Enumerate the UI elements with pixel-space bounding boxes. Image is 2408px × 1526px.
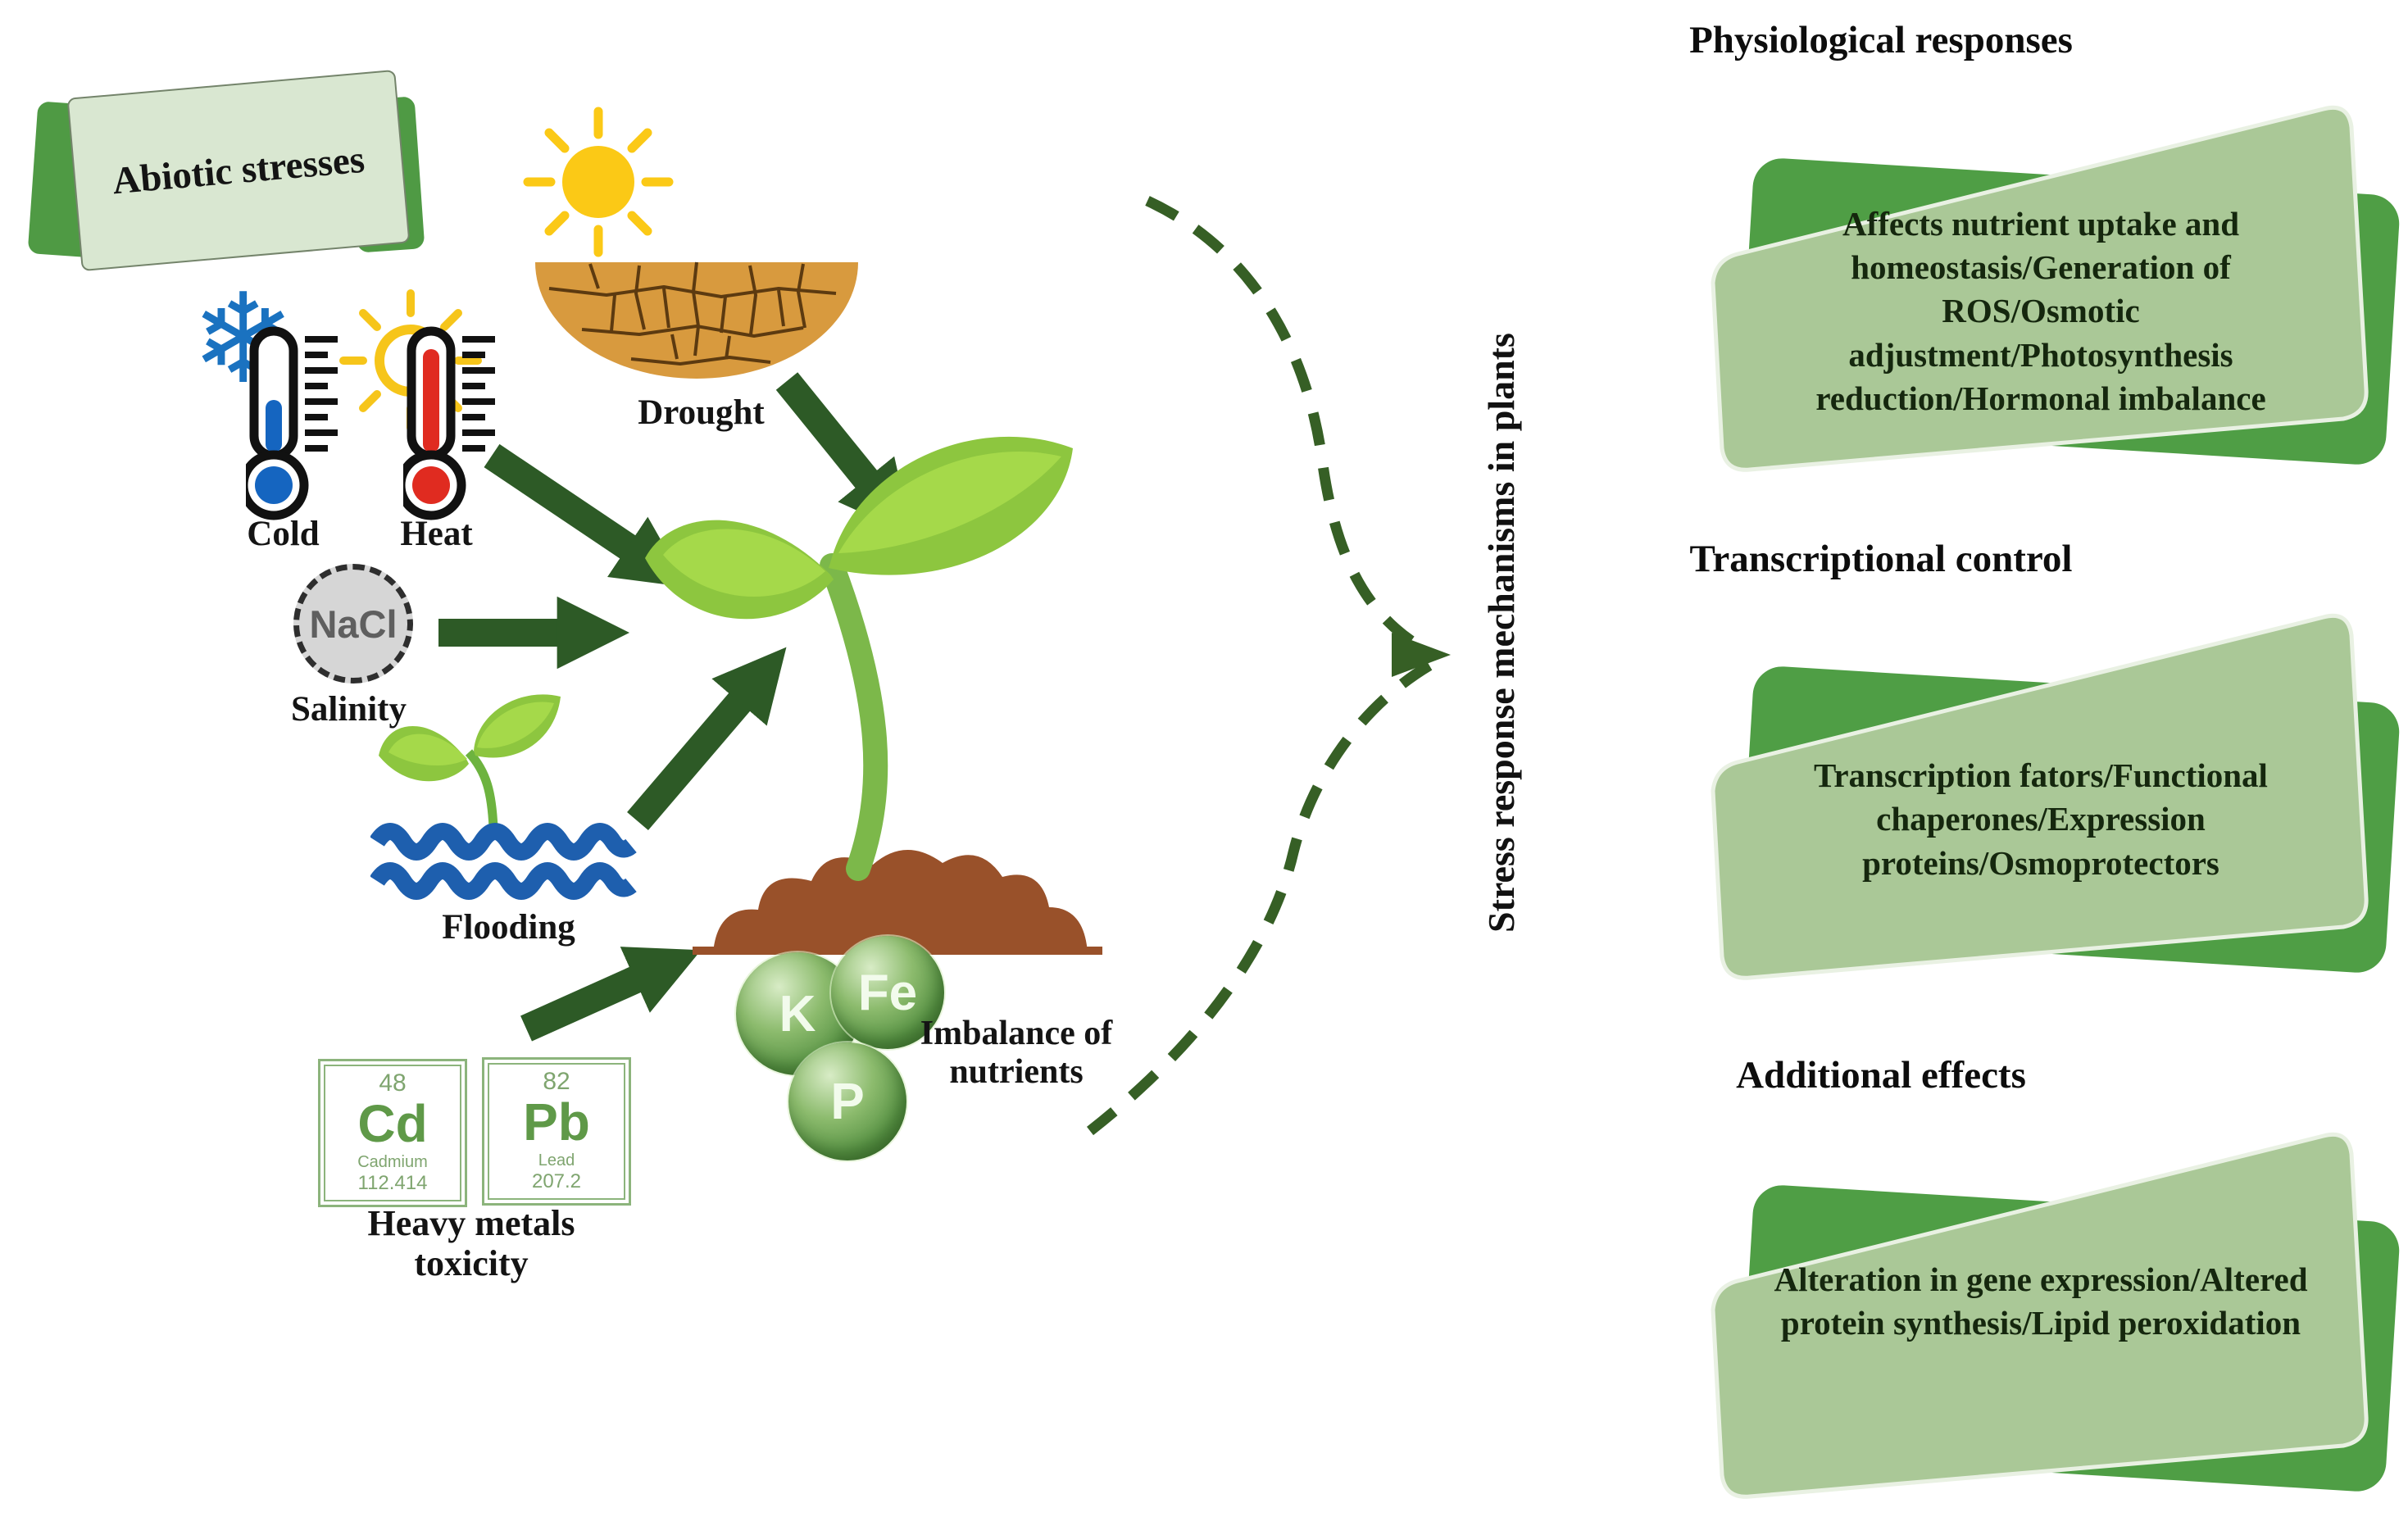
stress-response-mechanisms-label: Stress response mechanisms in plants xyxy=(1480,333,1522,933)
cadmium-symbol: Cd xyxy=(357,1094,428,1153)
brace-lower-curve xyxy=(1086,661,1433,1136)
banner-face: Abiotic stresses xyxy=(66,69,411,272)
banner-title: Abiotic stresses xyxy=(111,138,366,203)
heat-label: Heat xyxy=(400,515,473,553)
cadmium-mass: 112.414 xyxy=(357,1172,428,1194)
drought-label: Drought xyxy=(638,393,765,432)
nacl-symbol: NaCl xyxy=(309,602,398,646)
brace-upper-curve xyxy=(1145,196,1428,654)
additional-effects-title: Additional effects xyxy=(1736,1054,2026,1097)
nacl-circle-icon: NaCl xyxy=(293,564,413,684)
cadmium-element-card: 48 Cd Cadmium 112.414 xyxy=(318,1059,467,1207)
flooding-label: Flooding xyxy=(442,908,575,947)
heat-thermometer-icon xyxy=(403,326,495,520)
cracked-soil-icon xyxy=(535,261,858,379)
transcriptional-control-title: Transcriptional control xyxy=(1689,538,2073,580)
abiotic-stresses-banner: Abiotic stresses xyxy=(27,69,425,277)
physiological-responses-body: Affects nutrient uptake and homeostasis/… xyxy=(1815,204,2266,417)
cold-thermometer-icon xyxy=(246,326,338,520)
physiological-responses-title: Physiological responses xyxy=(1689,19,2073,61)
lead-mass: 207.2 xyxy=(531,1170,582,1192)
salinity-label: Salinity xyxy=(291,690,407,729)
arrow-temperature-to-plant xyxy=(484,443,688,588)
heavy-metals-label: Heavy metals toxicity xyxy=(367,1203,575,1284)
phosphorus-sphere-icon: P xyxy=(788,1042,906,1160)
transcriptional-control-body: Transcription fators/Functional chaperon… xyxy=(1814,756,2268,882)
lead-name: Lead xyxy=(538,1151,575,1169)
physiological-responses-panel xyxy=(1711,105,2400,472)
additional-effects-panel xyxy=(1711,1132,2400,1499)
iron-sphere-icon: Fe xyxy=(831,936,944,1049)
lead-number: 82 xyxy=(543,1068,570,1095)
drought-sun-icon xyxy=(523,107,674,257)
lead-symbol: Pb xyxy=(523,1092,590,1151)
cadmium-number: 48 xyxy=(379,1070,407,1097)
cadmium-name: Cadmium xyxy=(357,1153,428,1171)
lead-element-card: 82 Pb Lead 207.2 xyxy=(482,1057,631,1206)
brace-arrowhead-icon xyxy=(1392,633,1451,677)
transcriptional-control-panel xyxy=(1711,613,2400,980)
nutrient-imbalance-label: Imbalance of nutrients xyxy=(920,1015,1113,1092)
cold-label: Cold xyxy=(247,515,320,553)
flooding-icon xyxy=(370,694,637,900)
plant-seedling-icon xyxy=(645,436,1102,955)
additional-effects-body: Alteration in gene expression/Altered pr… xyxy=(1774,1260,2308,1342)
